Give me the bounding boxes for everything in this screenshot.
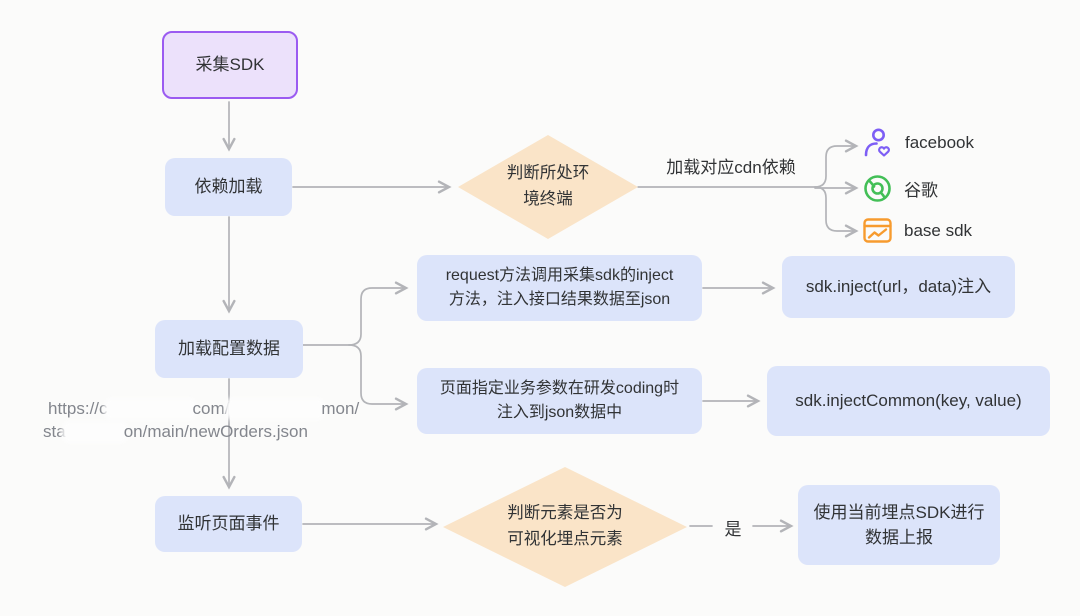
node-sdk-inject-common: sdk.injectCommon(key, value) xyxy=(767,366,1050,436)
node-collect-sdk: 采集SDK xyxy=(162,31,298,99)
redacted-blur xyxy=(229,402,322,416)
chrome-icon xyxy=(864,175,891,202)
url-fragment: on/main/newOrders.json xyxy=(123,422,308,441)
redacted-blur xyxy=(107,402,193,416)
url-fragment: com/ xyxy=(192,399,230,418)
config-url-line1: https://c com/mon/ xyxy=(38,397,398,420)
node-page-params: 页面指定业务参数在研发coding时 注入到json数据中 xyxy=(417,368,702,434)
browser-chart-icon xyxy=(863,217,892,243)
cdn-target-label: 谷歌 xyxy=(904,181,938,200)
edge-label-yes: 是 xyxy=(724,520,742,539)
cdn-target-google: 谷歌 xyxy=(862,173,938,204)
connector-fork-pageparams xyxy=(348,344,409,411)
edge-label-load-cdn: 加载对应cdn依赖 xyxy=(666,158,796,177)
node-dependency-load: 依赖加载 xyxy=(165,158,292,216)
node-listen-page-events: 监听页面事件 xyxy=(155,496,302,552)
node-load-config-data: 加载配置数据 xyxy=(155,320,303,378)
url-fragment: sta xyxy=(43,422,66,441)
redacted-blur xyxy=(65,425,124,439)
connector-fork-request xyxy=(348,281,409,346)
url-fragment: mon/ xyxy=(321,399,360,418)
cdn-target-label: facebook xyxy=(905,133,974,152)
node-report-data: 使用当前埋点SDK进行 数据上报 xyxy=(798,485,1000,565)
url-fragment: https://c xyxy=(48,399,108,418)
cdn-target-label: base sdk xyxy=(904,220,973,240)
config-url-annotation: https://c com/mon/ sta on/main/newOrders.j… xyxy=(38,397,398,443)
node-request-inject: request方法调用采集sdk的inject 方法，注入接口结果数据至json xyxy=(417,255,702,321)
connector-branch-facebook xyxy=(814,139,859,188)
cdn-target-facebook: facebook xyxy=(861,125,974,161)
node-sdk-inject: sdk.inject(url，data)注入 xyxy=(782,256,1015,318)
connector-branch-basesdk xyxy=(814,186,859,238)
cdn-target-base-sdk: base sdk xyxy=(862,216,972,245)
facebook-user-heart-icon xyxy=(864,128,890,157)
config-url-line2: sta on/main/newOrders.json xyxy=(38,420,398,443)
